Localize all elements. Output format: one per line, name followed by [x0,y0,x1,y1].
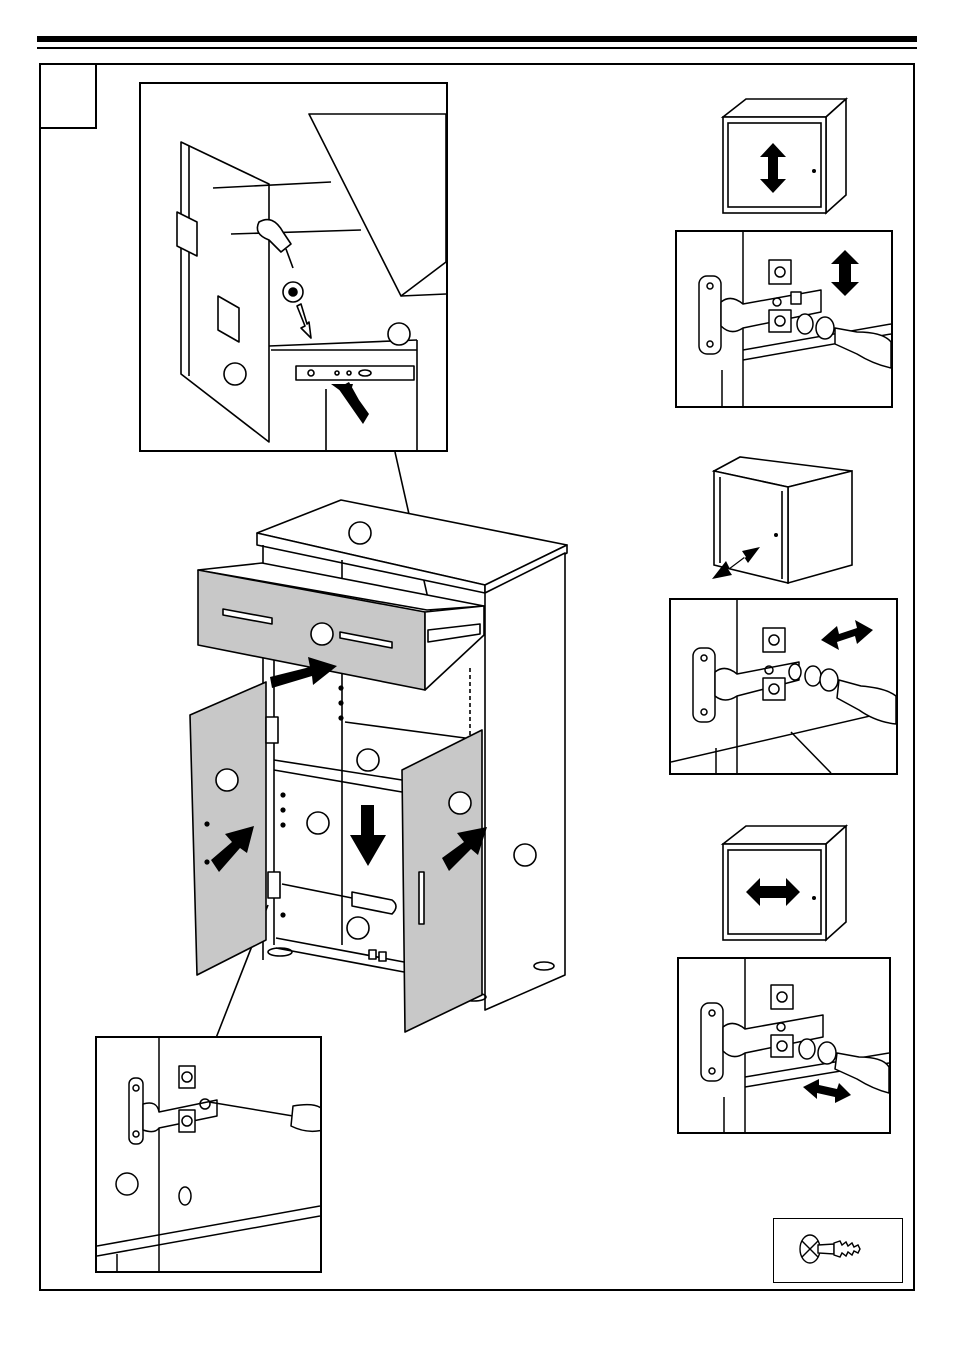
cube-vertical-adjust [718,95,850,217]
table-top [309,114,446,296]
detail-vertical-adjust [675,230,893,408]
hinge-icon-plate [701,1003,723,1081]
hinge-vertical-drawing [677,232,891,406]
header-rule-thin [37,47,917,49]
hardware-box [773,1218,903,1283]
hinge-fixing-drawing [97,1038,320,1271]
hinge-icon-plate [129,1078,143,1144]
arrow-icon-depth-detail [821,620,873,650]
screwdriver-icon [291,1105,320,1132]
detail-hinge-fixing [95,1036,322,1273]
step-number-box [39,63,97,129]
cube-depth-adjust [700,455,856,585]
arrow-icon-vertical-detail [831,250,859,296]
detail-depth-adjust [669,598,898,775]
detail-drawer-slide [139,82,448,452]
hinge-icon-plate [693,648,715,722]
detail-lateral-adjust [677,957,891,1134]
arrow-icon-lateral-detail [803,1079,851,1103]
hinge-depth-drawing [671,600,896,773]
hinge-lateral-drawing [679,959,889,1132]
header-rule-thick [37,36,917,42]
screwdriver-icon [835,1053,889,1093]
cube-lateral-adjust [718,822,850,944]
screwdriver-icon [835,328,891,368]
screw-icon [774,1219,901,1281]
drawer-slide-detail-drawing [141,84,446,450]
hinge-icon-plate [699,276,721,354]
